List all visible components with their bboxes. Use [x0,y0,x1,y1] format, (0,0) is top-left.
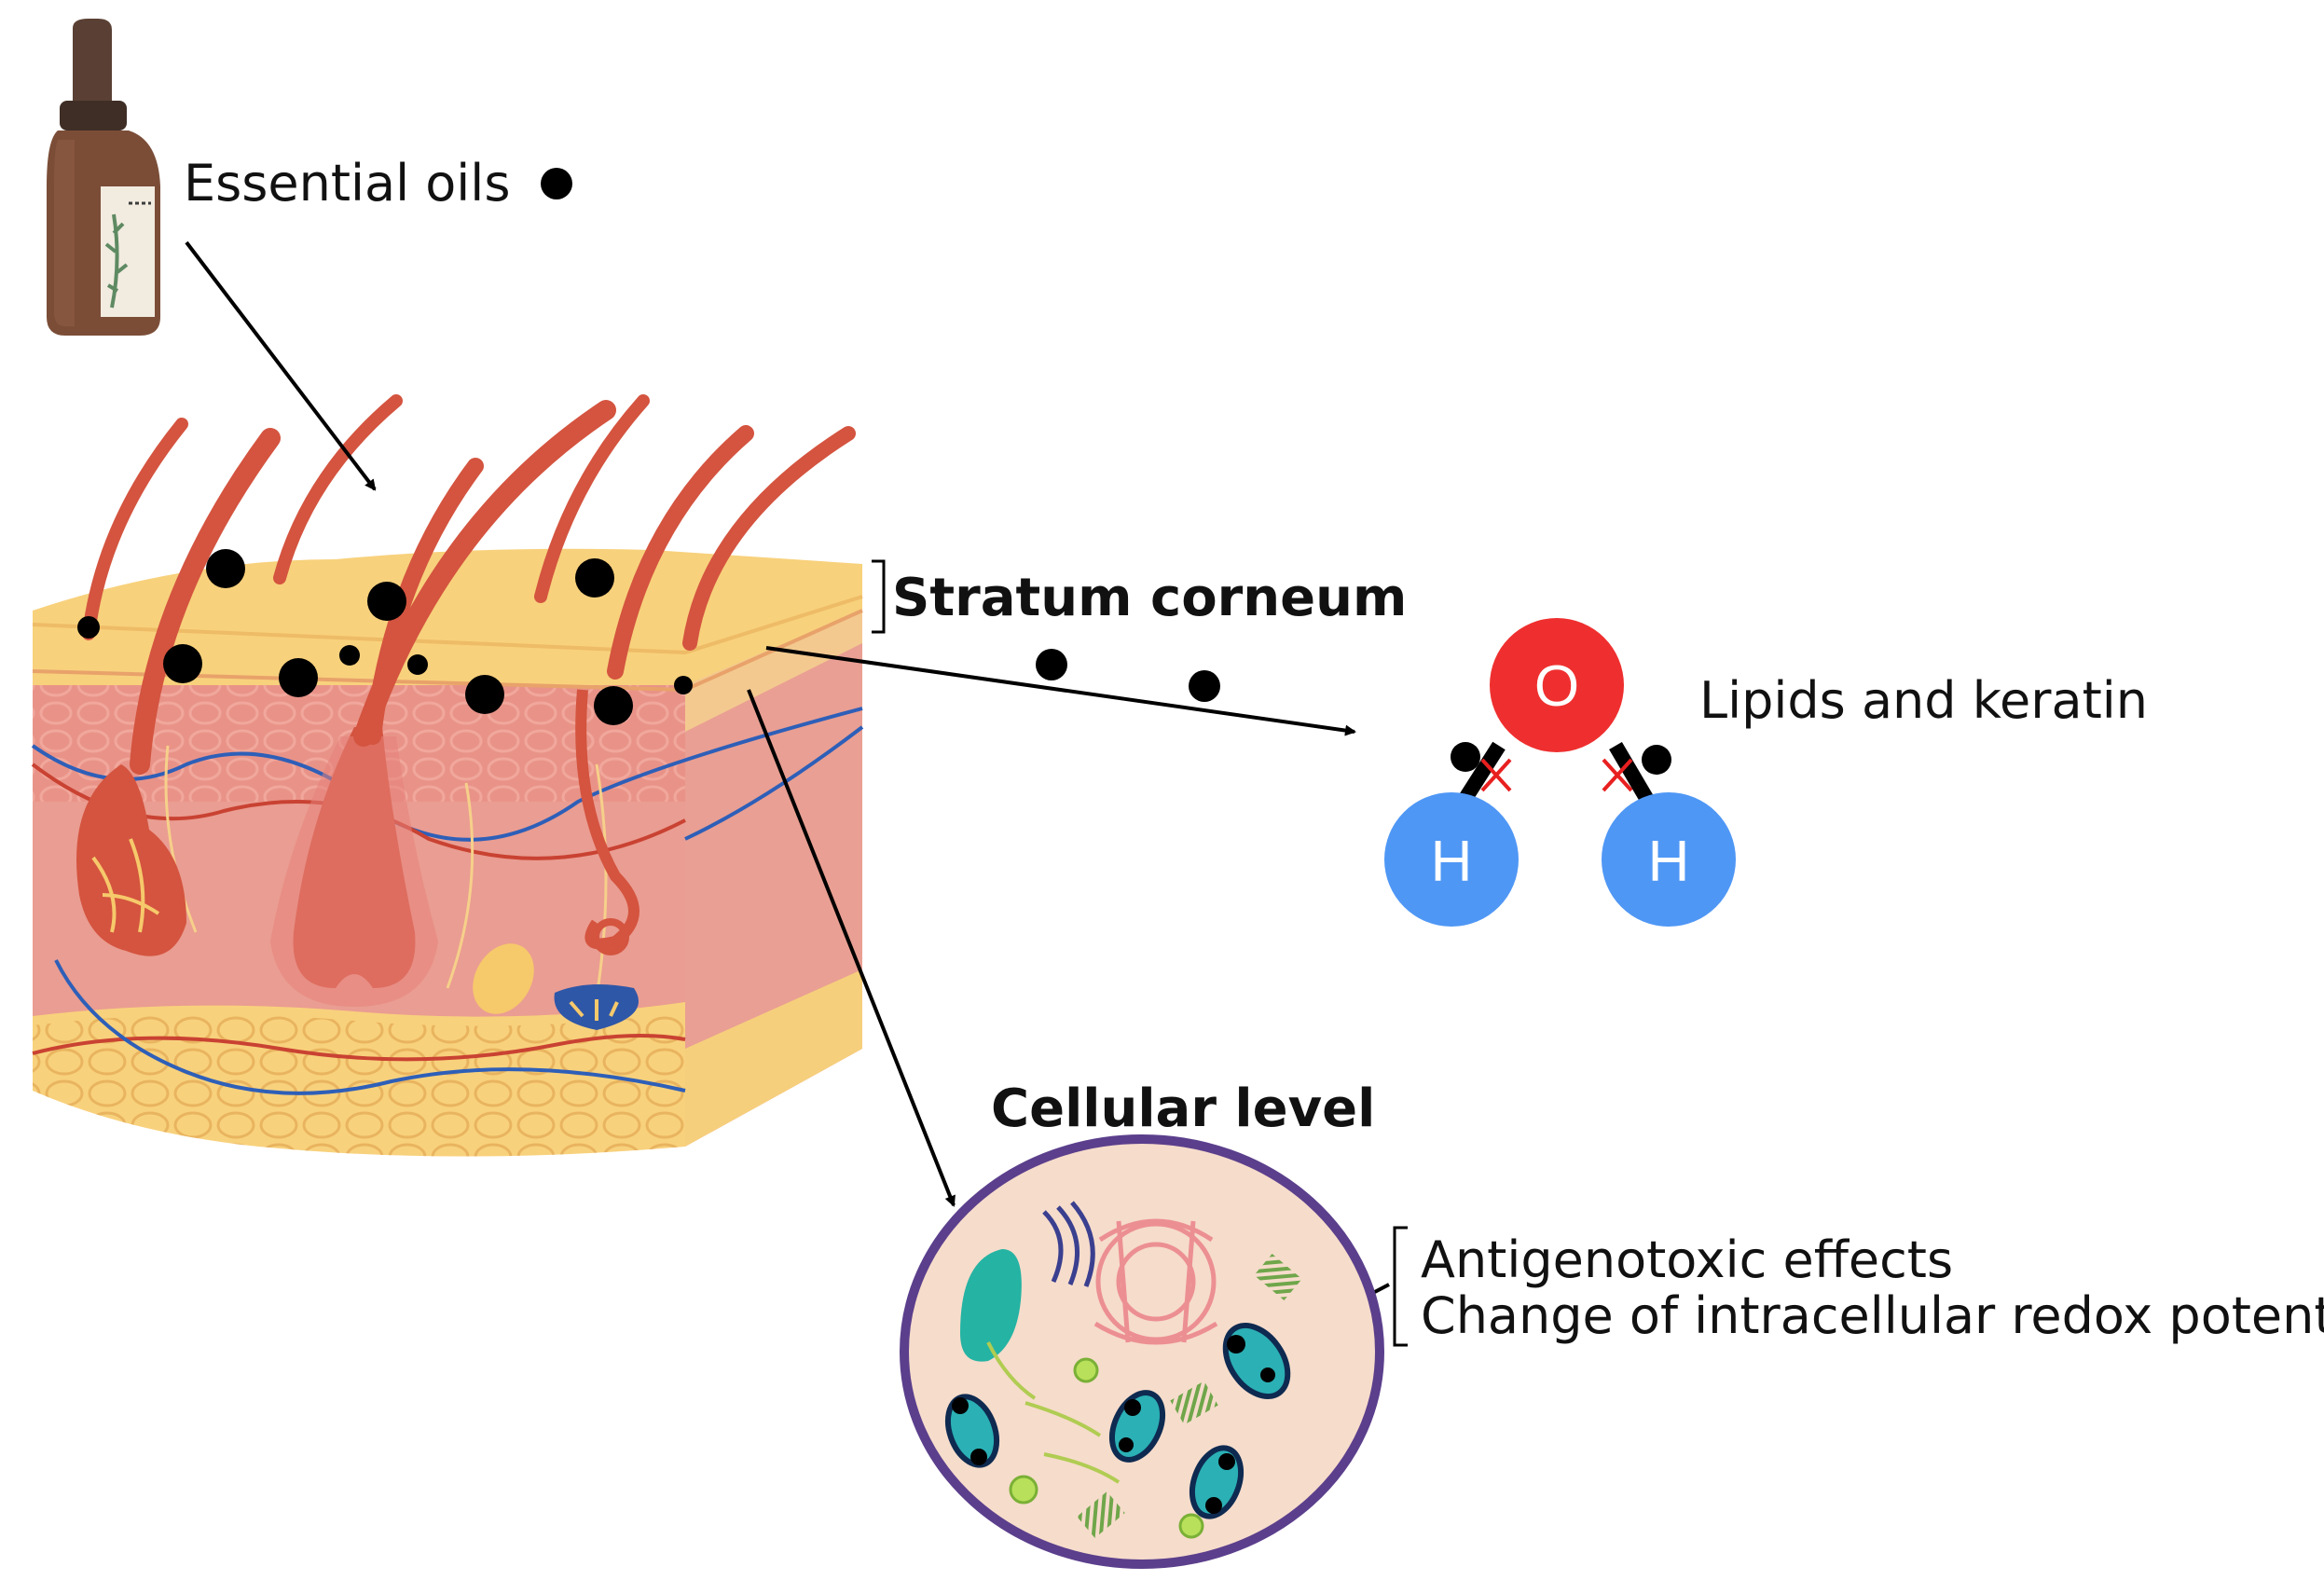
effects-bracket [1393,1226,1408,1347]
oxygen-atom [1490,618,1624,752]
water-molecule: O H H [1384,618,1736,927]
oil-droplets [77,549,693,725]
cellular-level-label: Cellular level [991,1079,1376,1139]
stratum-corneum-label: Stratum corneum [892,568,1408,628]
essential-oils-label: Essential oils [184,154,511,213]
hydrogen-atom-right [1602,792,1736,927]
hydrogen-atom-left [1384,792,1519,927]
arrow-skin-to-cell [747,689,956,1207]
oil-droplet [541,168,572,199]
hydrogen-symbol-right: H [1648,830,1690,894]
hydrogen-symbol-left: H [1431,830,1473,894]
lipids-keratin-label: Lipids and keratin [1699,671,2148,730]
arrow-skin-to-molecule [765,646,1356,736]
oxygen-symbol: O [1534,654,1579,719]
oil-droplet [1189,670,1220,702]
stratum-corneum-bracket [872,559,886,634]
redox-potential-label: Change of intracellular redox potential [1421,1286,2324,1345]
skin-cross-section [31,394,864,1157]
essential-oil-bottle [47,19,160,336]
cell-illustration [900,1134,1384,1569]
oil-droplet [1036,649,1067,680]
antigenotoxic-effects-label: Antigenotoxic effects [1421,1230,1954,1289]
arrow-oil-to-skin [185,240,377,491]
